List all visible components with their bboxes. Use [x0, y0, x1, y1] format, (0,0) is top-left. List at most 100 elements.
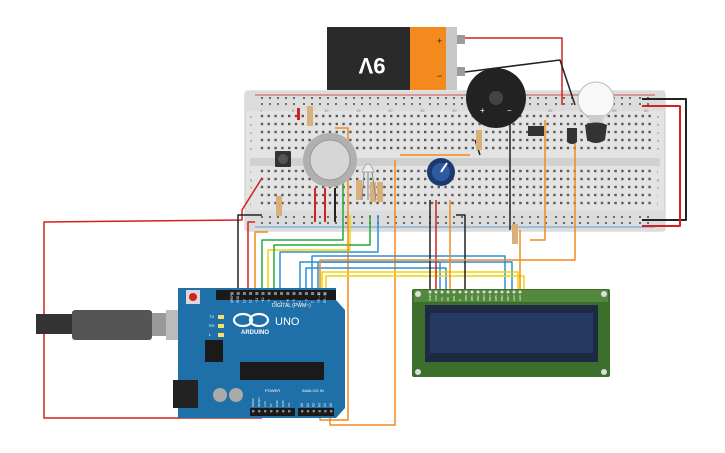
pin-label: A2 [312, 403, 316, 407]
pin-label: ~6 [286, 299, 290, 303]
lcd-pin [464, 290, 468, 294]
breadboard-row-label: d [657, 138, 659, 143]
header-pin [292, 292, 296, 295]
led-label: RX [209, 323, 215, 328]
lcd-pin-label: DB4 [488, 295, 492, 301]
breadboard-row-label: g [250, 177, 252, 182]
header-pin [304, 292, 308, 295]
microcontroller-chip [240, 362, 324, 380]
breadboard-row-label: g [657, 177, 659, 182]
header-pin [249, 292, 253, 295]
header-pin [230, 292, 234, 295]
usb-cable [36, 310, 198, 340]
power-label: POWER [265, 388, 280, 393]
pin-label: AREF [230, 294, 234, 303]
pin-label: ~3 [304, 299, 308, 303]
arduino-model: UNO [275, 316, 300, 328]
led-label: TX [209, 314, 214, 319]
battery-plus-label: + [437, 36, 442, 46]
led-label: L [209, 332, 212, 337]
battery-9v: 9V + − [327, 27, 465, 90]
breadboard-row-label: c [250, 130, 252, 135]
gas-sensor [303, 133, 357, 222]
arduino-brand: ARDUINO [241, 330, 269, 336]
pin-label: IOREF [251, 398, 255, 407]
pin-label: RESET [257, 397, 261, 407]
pin-label: A0 [300, 403, 304, 407]
header-pin [267, 292, 271, 295]
lcd-pin [428, 290, 432, 294]
lcd-pin [440, 290, 444, 294]
pin-label: 12 [249, 299, 253, 303]
svg-text:−: − [507, 106, 512, 115]
pin-label: GND [281, 400, 285, 408]
header-pin [311, 292, 315, 295]
breadboard-row-label: b [250, 122, 253, 127]
header-pin [323, 292, 327, 295]
pin-label: GND [275, 400, 279, 408]
lcd-pin [470, 290, 474, 294]
resistor [377, 182, 383, 202]
lcd-pin-label: GND [428, 294, 432, 302]
lcd-pin-label: LED [512, 294, 516, 301]
lcd-pin-label: DB6 [500, 295, 504, 301]
lcd-pin-label: VCC [434, 294, 438, 301]
breadboard-row-label: j [249, 201, 251, 206]
pin-label: ~10 [261, 297, 265, 303]
breadboard-col-label: 20 [388, 108, 393, 113]
pin-label: 2 [311, 301, 315, 303]
breadboard-col-label: 30 [452, 108, 457, 113]
header-pin [286, 292, 290, 295]
buzzer: + − [466, 68, 526, 128]
breadboard-row-label: c [657, 130, 659, 135]
breadboard-col-label: 5 [292, 108, 295, 113]
analog-label: ANALOG IN [302, 388, 324, 393]
pin-label: 8 [273, 301, 277, 303]
lcd-pin [518, 290, 522, 294]
resistor [476, 130, 482, 150]
breadboard-row-label: j [656, 201, 658, 206]
power-jack [173, 380, 198, 408]
breadboard-row-label: d [250, 138, 252, 143]
breadboard-row-label: h [250, 185, 252, 190]
potentiometer [427, 158, 455, 186]
reset-button [189, 293, 197, 301]
pin-label: ~9 [267, 299, 271, 303]
breadboard-col-label: 15 [356, 108, 361, 113]
pin-label: 4 [298, 301, 302, 303]
breadboard-row-label: a [657, 114, 660, 119]
header-pin [242, 292, 246, 295]
lcd-pin-label: RS [446, 297, 450, 301]
lcd-pin-label: V0 [440, 297, 444, 301]
pin-label: 3.3V [263, 401, 267, 407]
arduino-leds: TX RX L [209, 314, 224, 337]
transistor [567, 128, 577, 144]
lcd-pin [494, 290, 498, 294]
lcd-pin [506, 290, 510, 294]
breadboard-col-label: 1 [260, 108, 263, 113]
pin-label: 5V [269, 403, 273, 407]
lcd-pin [434, 290, 438, 294]
light-bulb [577, 81, 615, 143]
breadboard-row-label: e [657, 146, 660, 151]
lcd-pin [476, 290, 480, 294]
slide-switch [528, 126, 544, 136]
pin-label: A1 [306, 403, 310, 407]
breadboard-col-label: 10 [324, 108, 329, 113]
lcd-pin [452, 290, 456, 294]
breadboard-col-label: 60 [644, 108, 649, 113]
header-pin [298, 292, 302, 295]
pin-label: 7 [280, 301, 284, 303]
lcd-pin-label: E [458, 299, 462, 301]
breadboard-row-label: f [250, 169, 252, 174]
rgb-led [361, 163, 377, 201]
resistor [276, 196, 282, 216]
header-pin [280, 292, 284, 295]
pin-label: A3 [317, 403, 321, 407]
svg-text:+: + [480, 106, 485, 115]
